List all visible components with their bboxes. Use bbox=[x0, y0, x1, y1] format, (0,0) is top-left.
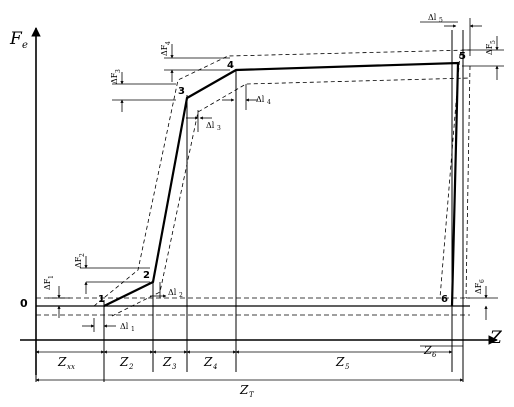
zone-dimensions bbox=[35, 345, 464, 382]
y-axis-label-sub: e bbox=[22, 40, 28, 51]
svg-text:2: 2 bbox=[79, 253, 86, 257]
zone-z4-sub: 4 bbox=[212, 363, 217, 371]
y-axis-label: F bbox=[9, 29, 23, 49]
zone-z2-sub: 2 bbox=[128, 363, 134, 371]
svg-text:4: 4 bbox=[267, 99, 271, 106]
dF2-annotation: ΔF 2 bbox=[74, 253, 150, 294]
zone-z2-label: Z bbox=[119, 355, 129, 369]
dF1-annotation: ΔF 1 bbox=[43, 275, 70, 318]
point-4-label: 4 bbox=[227, 60, 234, 71]
dl2-annotation: Δl 2 bbox=[150, 282, 183, 299]
x-axis-label: Z bbox=[489, 328, 503, 348]
zone-z4-label: Z bbox=[203, 355, 213, 369]
svg-text:ΔF: ΔF bbox=[485, 43, 494, 55]
origin-label: 0 bbox=[20, 297, 28, 310]
svg-text:Δl: Δl bbox=[206, 121, 215, 130]
svg-text:Δl: Δl bbox=[120, 322, 129, 331]
dl3-annotation: Δl 3 bbox=[186, 110, 221, 132]
svg-text:ΔF: ΔF bbox=[110, 72, 119, 84]
point-5-label: 5 bbox=[459, 51, 466, 62]
dl1-annotation: Δl 1 bbox=[82, 318, 135, 333]
curve-dashed-left bbox=[93, 49, 471, 307]
curve-dashed-drop-left bbox=[439, 53, 461, 299]
svg-text:Δl: Δl bbox=[428, 13, 437, 22]
svg-text:6: 6 bbox=[479, 279, 486, 283]
zone-z5-sub: 5 bbox=[345, 363, 350, 371]
dl4-annotation: Δl 4 bbox=[222, 84, 271, 110]
curve-dashed-drop-right bbox=[465, 65, 471, 299]
zone-zt-sub: T bbox=[249, 391, 255, 399]
svg-text:5: 5 bbox=[439, 17, 443, 24]
svg-text:1: 1 bbox=[131, 326, 135, 333]
zone-z3-label: Z bbox=[162, 355, 172, 369]
svg-text:5: 5 bbox=[490, 40, 497, 44]
zone-zxx-sub: xx bbox=[67, 363, 75, 371]
dl5-annotation: Δl 5 bbox=[420, 13, 482, 56]
curve-dashed-right bbox=[111, 77, 471, 317]
point-6-label: 6 bbox=[441, 294, 448, 305]
svg-text:ΔF: ΔF bbox=[160, 44, 169, 56]
zone-zt-label: Z bbox=[239, 383, 249, 397]
point-3-label: 3 bbox=[178, 86, 185, 97]
svg-text:Δl: Δl bbox=[168, 288, 177, 297]
svg-text:ΔF: ΔF bbox=[43, 278, 52, 290]
dF4-annotation: ΔF 4 bbox=[160, 41, 230, 82]
svg-text:3: 3 bbox=[115, 69, 122, 73]
dF5-annotation: ΔF 5 bbox=[462, 36, 504, 80]
svg-text:4: 4 bbox=[165, 41, 172, 45]
zone-z6-sub: 6 bbox=[432, 351, 437, 359]
svg-text:Δl: Δl bbox=[256, 95, 265, 104]
zone-zxx-label: Z bbox=[57, 355, 67, 369]
dF3-annotation: ΔF 3 bbox=[110, 69, 176, 112]
svg-text:3: 3 bbox=[217, 125, 221, 132]
curve-main bbox=[103, 61, 460, 307]
svg-text:ΔF: ΔF bbox=[74, 256, 83, 268]
point-2-label: 2 bbox=[143, 270, 150, 281]
zone-z5-label: Z bbox=[335, 355, 345, 369]
svg-text:2: 2 bbox=[179, 292, 183, 299]
zone-z6-label: Z bbox=[423, 344, 432, 357]
point-1-label: 1 bbox=[98, 294, 105, 305]
zone-z3-sub: 3 bbox=[172, 363, 177, 371]
svg-text:ΔF: ΔF bbox=[474, 282, 483, 294]
dF6-annotation: ΔF 6 bbox=[466, 279, 498, 320]
svg-text:1: 1 bbox=[48, 275, 55, 279]
